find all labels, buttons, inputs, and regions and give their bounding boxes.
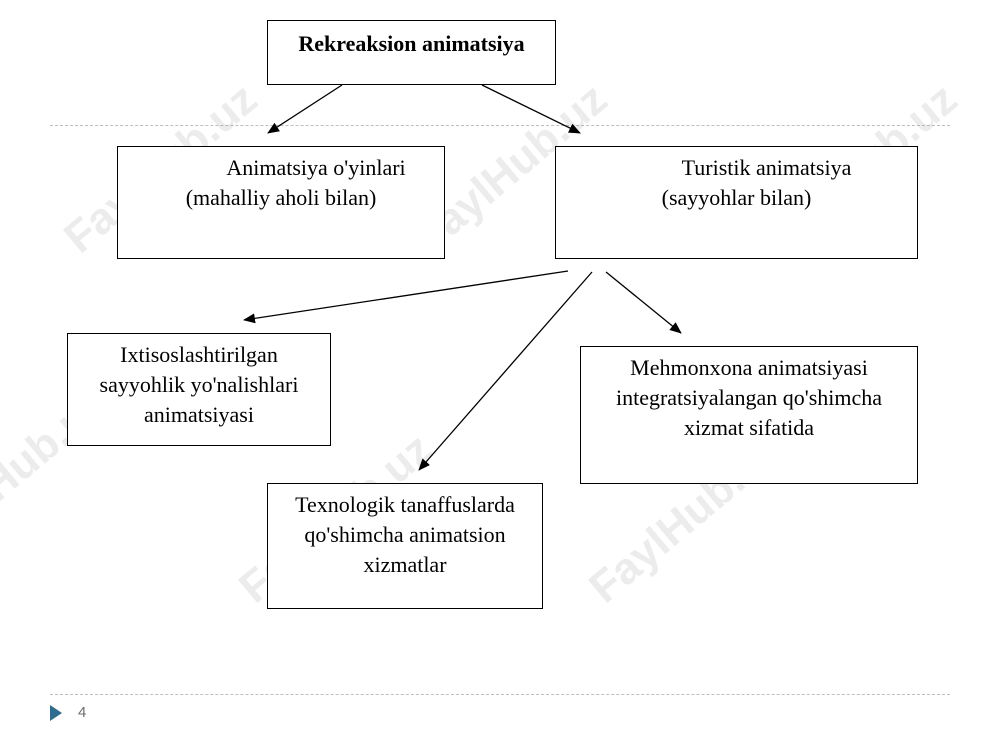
page-number: 4 <box>78 704 87 721</box>
top-divider <box>50 125 950 126</box>
games-node: Animatsiya o'yinlari (mahalliy aholi bil… <box>117 146 445 259</box>
play-triangle-icon <box>50 705 62 721</box>
tourist-node: Turistik animatsiya (sayyohlar bilan) <box>555 146 918 259</box>
technological-node-line2: qo'shimcha animatsion <box>304 522 506 547</box>
technological-node-line1: Texnologik tanaffuslarda <box>295 492 515 517</box>
bottom-divider <box>50 694 950 695</box>
games-node-subtitle: (mahalliy aholi bilan) <box>185 185 377 210</box>
arrow-root-to-games <box>267 84 343 134</box>
arrow-tourist-to-technological <box>418 271 593 471</box>
root-node: Rekreaksion animatsiya <box>267 20 556 85</box>
specialized-node-line1: Ixtisoslashtirilgan <box>120 342 278 367</box>
arrow-tourist-to-hotel <box>605 271 682 334</box>
hotel-node: Mehmonxona animatsiyasi integratsiyalang… <box>580 346 918 484</box>
arrow-tourist-to-specialized <box>243 270 569 324</box>
arrow-root-to-tourist <box>481 84 581 134</box>
root-node-label: Rekreaksion animatsiya <box>298 31 525 56</box>
tourist-node-subtitle: (sayyohlar bilan) <box>661 185 812 210</box>
hotel-node-line1: Mehmonxona animatsiyasi <box>630 355 868 380</box>
hotel-node-line3: xizmat sifatida <box>683 415 815 440</box>
specialized-node-line2: sayyohlik yo'nalishlari <box>99 372 299 397</box>
hotel-node-line2: integratsiyalangan qo'shimcha <box>615 385 883 410</box>
specialized-node-line3: animatsiyasi <box>144 402 254 427</box>
games-node-title: Animatsiya o'yinlari <box>226 155 406 180</box>
technological-node: Texnologik tanaffuslarda qo'shimcha anim… <box>267 483 543 609</box>
technological-node-line3: xizmatlar <box>363 552 447 577</box>
tourist-node-title: Turistik animatsiya <box>681 155 852 180</box>
specialized-node: Ixtisoslashtirilgan sayyohlik yo'nalishl… <box>67 333 331 446</box>
